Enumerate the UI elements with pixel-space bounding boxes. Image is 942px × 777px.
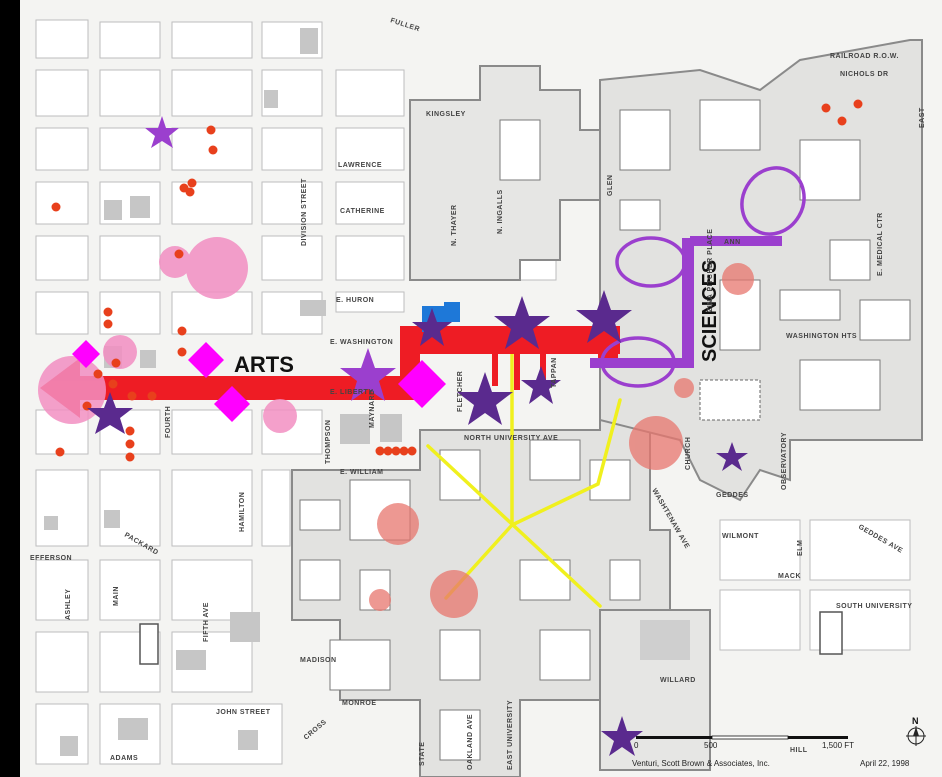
street-mack: MACK <box>778 573 801 580</box>
street-jefferson: EFFERSON <box>30 555 72 562</box>
date-text: April 22, 1998 <box>860 759 910 768</box>
campus-buildings <box>299 99 911 761</box>
street-state: STATE <box>419 742 426 766</box>
street-thompson: THOMPSON <box>325 420 332 464</box>
street-willard: WILLARD <box>660 677 696 684</box>
street-zina: ZINA PITCHER PLACE <box>707 229 714 312</box>
street-observatory: OBSERVATORY <box>781 432 788 490</box>
street-ann: ANN <box>724 239 741 246</box>
street-ashley: ASHLEY <box>65 589 72 620</box>
street-east: EAST <box>919 107 926 128</box>
orange-dots <box>51 99 863 462</box>
street-huron: E. HURON <box>336 297 374 304</box>
campus-plaza <box>699 379 761 421</box>
scale-zero: 0 <box>634 741 639 750</box>
street-madison: MADISON <box>300 657 337 664</box>
sciences-spine <box>590 166 806 388</box>
street-main: MAIN <box>113 586 120 606</box>
street-hamilton: HAMILTON <box>239 492 246 532</box>
street-wilmont: WILMONT <box>722 533 759 540</box>
street-thayer: N. THAYER <box>451 204 458 246</box>
street-kingsley: KINGSLEY <box>426 111 466 118</box>
street-fourth: FOURTH <box>165 406 172 438</box>
street-catherine: CATHERINE <box>340 208 385 215</box>
street-fifth: FIFTH AVE <box>203 602 210 642</box>
street-adams: ADAMS <box>110 755 138 762</box>
scale-end: 1,500 FT <box>822 741 854 750</box>
sciences-label: SCIENCES <box>699 260 721 362</box>
street-ingalls: N. INGALLS <box>497 189 504 234</box>
street-fletcher: FLETCHER <box>457 371 464 412</box>
street-church: CHURCH <box>685 437 692 470</box>
street-oakland: OAKLAND AVE <box>467 714 474 770</box>
north-label: N <box>912 716 919 726</box>
street-washington: E. WASHINGTON <box>330 339 393 346</box>
street-tappan: TAPPAN <box>551 357 558 388</box>
street-nichols: NICHOLS DR <box>840 71 889 78</box>
street-n-university: NORTH UNIVERSITY AVE <box>464 435 558 442</box>
campus-map-frame: ARTS SCIENCES KINGSLEY LAWRENCE CATHERIN… <box>20 0 942 777</box>
scale-bar: 0 500 1,500 FT <box>634 735 854 750</box>
street-east-u: EAST UNIVERSITY <box>507 700 514 770</box>
street-monroe: MONROE <box>342 700 377 707</box>
street-william: E. WILLIAM <box>340 469 384 476</box>
street-elm: ELM <box>797 540 804 556</box>
scale-mid: 500 <box>704 741 718 750</box>
campus-plan-map: ARTS SCIENCES KINGSLEY LAWRENCE CATHERIN… <box>20 0 942 777</box>
street-john: JOHN STREET <box>216 709 271 716</box>
street-e-medical: E. MEDICAL CTR <box>877 212 884 276</box>
street-south-u: SOUTH UNIVERSITY <box>836 603 912 610</box>
street-washington-hts: WASHINGTON HTS <box>786 333 857 340</box>
credit-text: Venturi, Scott Brown & Associates, Inc. <box>632 759 770 768</box>
salmon-circles <box>369 263 754 618</box>
street-division: DIVISION STREET <box>301 178 308 246</box>
street-maynard: MAYNARD <box>369 389 376 428</box>
street-hill: HILL <box>790 747 808 754</box>
magenta-diamonds <box>72 340 446 422</box>
street-lawrence: LAWRENCE <box>338 162 382 169</box>
street-railroad: RAILROAD R.O.W. <box>830 53 899 60</box>
street-glen: GLEN <box>607 175 614 196</box>
purple-stars <box>87 116 748 756</box>
arts-label: ARTS <box>234 352 294 377</box>
street-geddes: GEDDES <box>716 492 749 499</box>
north-arrow-icon: N <box>906 716 926 746</box>
street-liberty: E. LIBERTY <box>330 389 374 396</box>
